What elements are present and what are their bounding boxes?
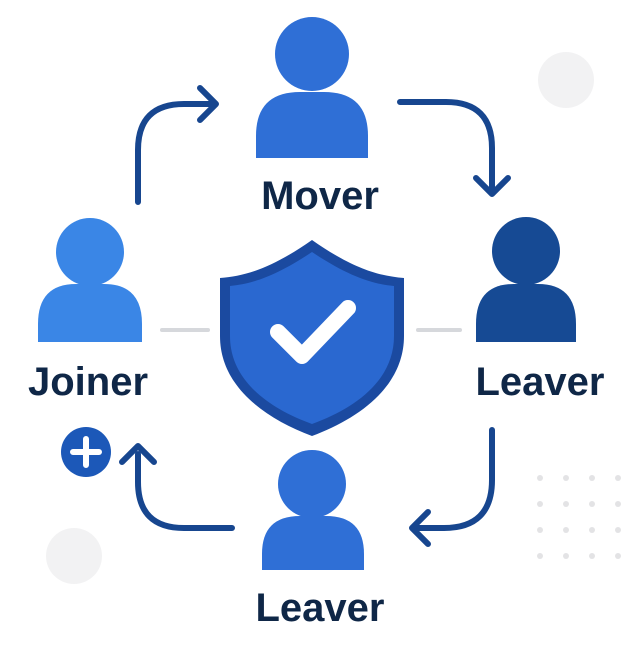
leaver-bottom-person-icon: [262, 450, 364, 570]
mover-person-icon: [256, 17, 368, 158]
decor-circle-top-right: [538, 52, 594, 108]
joiner-person-icon: [38, 218, 142, 342]
arrow-joiner-to-mover: [135, 101, 215, 205]
arrow-leaver-to-leaver: [413, 427, 495, 531]
decor-dot-grid: [537, 475, 621, 559]
joiner-label: Joiner: [27, 360, 149, 404]
shield-check-icon: [220, 240, 404, 436]
cycle-arrows: [119, 85, 511, 547]
arrow-head-leaver-to-joiner: [119, 443, 157, 465]
arrow-head-mover-to-leaver: [473, 175, 511, 197]
leaver-right-label: Leaver: [475, 360, 605, 404]
plus-badge-icon: [61, 427, 111, 477]
arrow-head-joiner-to-mover: [197, 85, 219, 123]
arrow-mover-to-leaver: [397, 99, 495, 191]
leaver-right-person-icon: [476, 217, 576, 342]
decor-circle-bottom-left: [46, 528, 102, 584]
arrow-leaver-to-joiner: [135, 451, 235, 531]
mover-label: Mover: [261, 174, 379, 218]
arrow-head-leaver-to-leaver: [409, 509, 431, 547]
leaver-bottom-label: Leaver: [255, 586, 385, 630]
